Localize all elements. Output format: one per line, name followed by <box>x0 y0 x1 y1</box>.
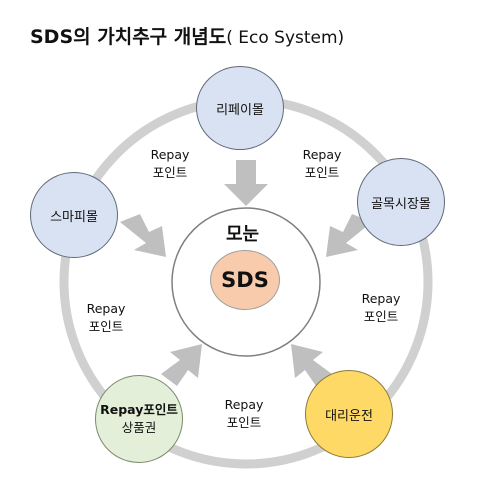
center-label: 모눈 <box>226 224 260 245</box>
point-line1: Repay <box>302 147 342 162</box>
node-top: 리페이몰 <box>196 66 284 150</box>
arrows <box>120 160 372 386</box>
point-label: Repay 포인트 <box>351 290 411 326</box>
point-label: Repay 포인트 <box>76 300 136 336</box>
node-left: 스마피몰 <box>30 172 118 258</box>
node-bottom-right: 대리운전 <box>305 370 393 458</box>
arrow-top <box>224 160 268 206</box>
point-line2: 포인트 <box>152 165 188 180</box>
point-line2: 포인트 <box>88 319 124 334</box>
node-bottom-left: Repay포인트 상품권 <box>95 375 183 463</box>
node-right: 골목시장몰 <box>357 158 445 246</box>
point-line2: 포인트 <box>226 415 262 430</box>
point-line2: 포인트 <box>363 309 399 324</box>
point-line1: Repay <box>361 291 401 306</box>
title-main: SDS의 가치추구 개념도 <box>30 26 227 48</box>
point-label: Repay 포인트 <box>292 146 352 182</box>
point-line2: 포인트 <box>304 165 340 180</box>
point-label: Repay 포인트 <box>214 396 274 432</box>
node-bottom-left-line1: Repay포인트 <box>100 402 178 417</box>
arrow-right <box>326 214 372 257</box>
point-label: Repay 포인트 <box>140 146 200 182</box>
point-line1: Repay <box>86 301 126 316</box>
point-line1: Repay <box>224 397 264 412</box>
arrow-bottom-right <box>291 344 332 386</box>
node-bottom-left-line2: 상품권 <box>121 420 157 435</box>
arrow-left <box>120 214 166 257</box>
arrow-bottom-left <box>161 344 202 386</box>
sds-core: SDS <box>210 250 280 310</box>
diagram-title: SDS의 가치추구 개념도( Eco System) <box>30 22 344 49</box>
point-line1: Repay <box>150 147 190 162</box>
title-sub: ( Eco System) <box>226 28 345 48</box>
